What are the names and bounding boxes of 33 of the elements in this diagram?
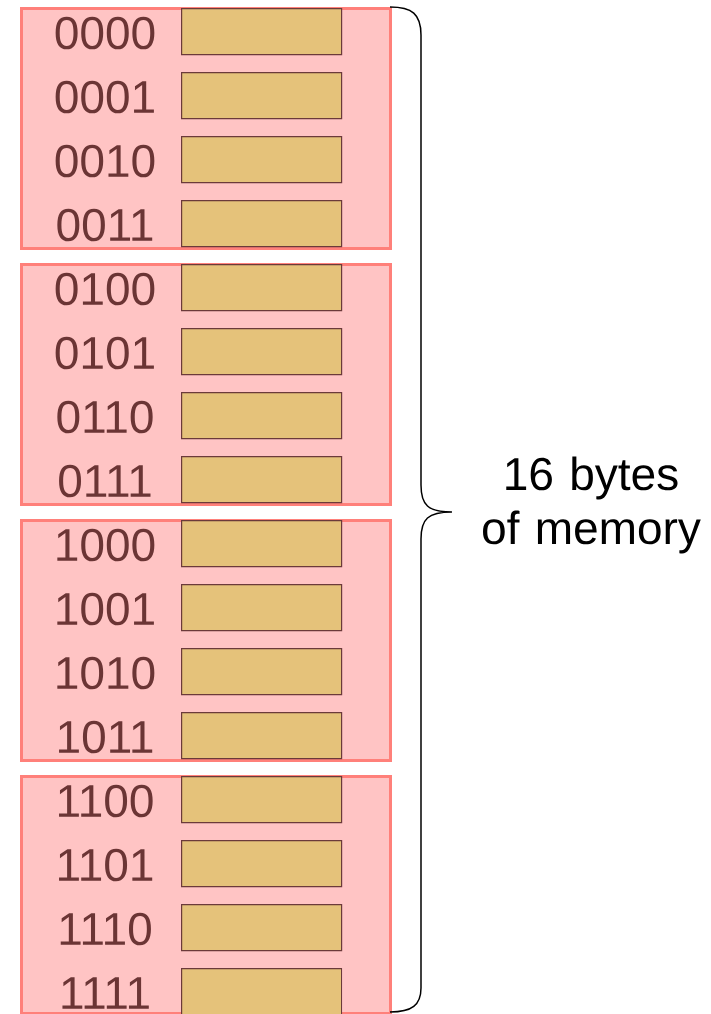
memory-cell <box>181 200 343 248</box>
memory-cell <box>181 904 343 952</box>
address-label: 1110 <box>60 912 151 946</box>
address-label: 0000 <box>55 16 155 50</box>
memory-cell <box>181 840 343 888</box>
memory-cell <box>181 136 343 184</box>
address-label: 1100 <box>59 784 153 818</box>
address-label: 0001 <box>55 80 154 114</box>
memory-cell <box>181 520 343 568</box>
memory-cell <box>181 392 343 440</box>
address-label: 1001 <box>57 592 154 626</box>
address-label: 1010 <box>57 656 155 690</box>
address-label: 0101 <box>55 336 154 370</box>
address-label: 1111 <box>62 977 149 1009</box>
memory-cell <box>181 8 343 56</box>
address-label: 0010 <box>55 144 155 178</box>
memory-cell <box>181 648 343 696</box>
memory-cell <box>181 456 343 504</box>
address-label: 0110 <box>57 400 153 434</box>
memory-cell <box>181 328 343 376</box>
address-label: 1011 <box>59 720 153 754</box>
memory-cell <box>181 72 343 120</box>
memory-cell <box>181 264 343 312</box>
memory-cell <box>181 776 343 824</box>
brace-label: 16 bytes of memory <box>483 456 701 554</box>
address-label: 0100 <box>55 272 155 306</box>
address-label: 1000 <box>57 528 155 562</box>
address-label: 0111 <box>59 464 151 498</box>
memory-cell <box>181 712 343 760</box>
address-label: 1101 <box>59 848 153 882</box>
address-label: 0011 <box>57 208 153 242</box>
memory-cell <box>181 584 343 632</box>
memory-cell <box>181 968 343 1014</box>
